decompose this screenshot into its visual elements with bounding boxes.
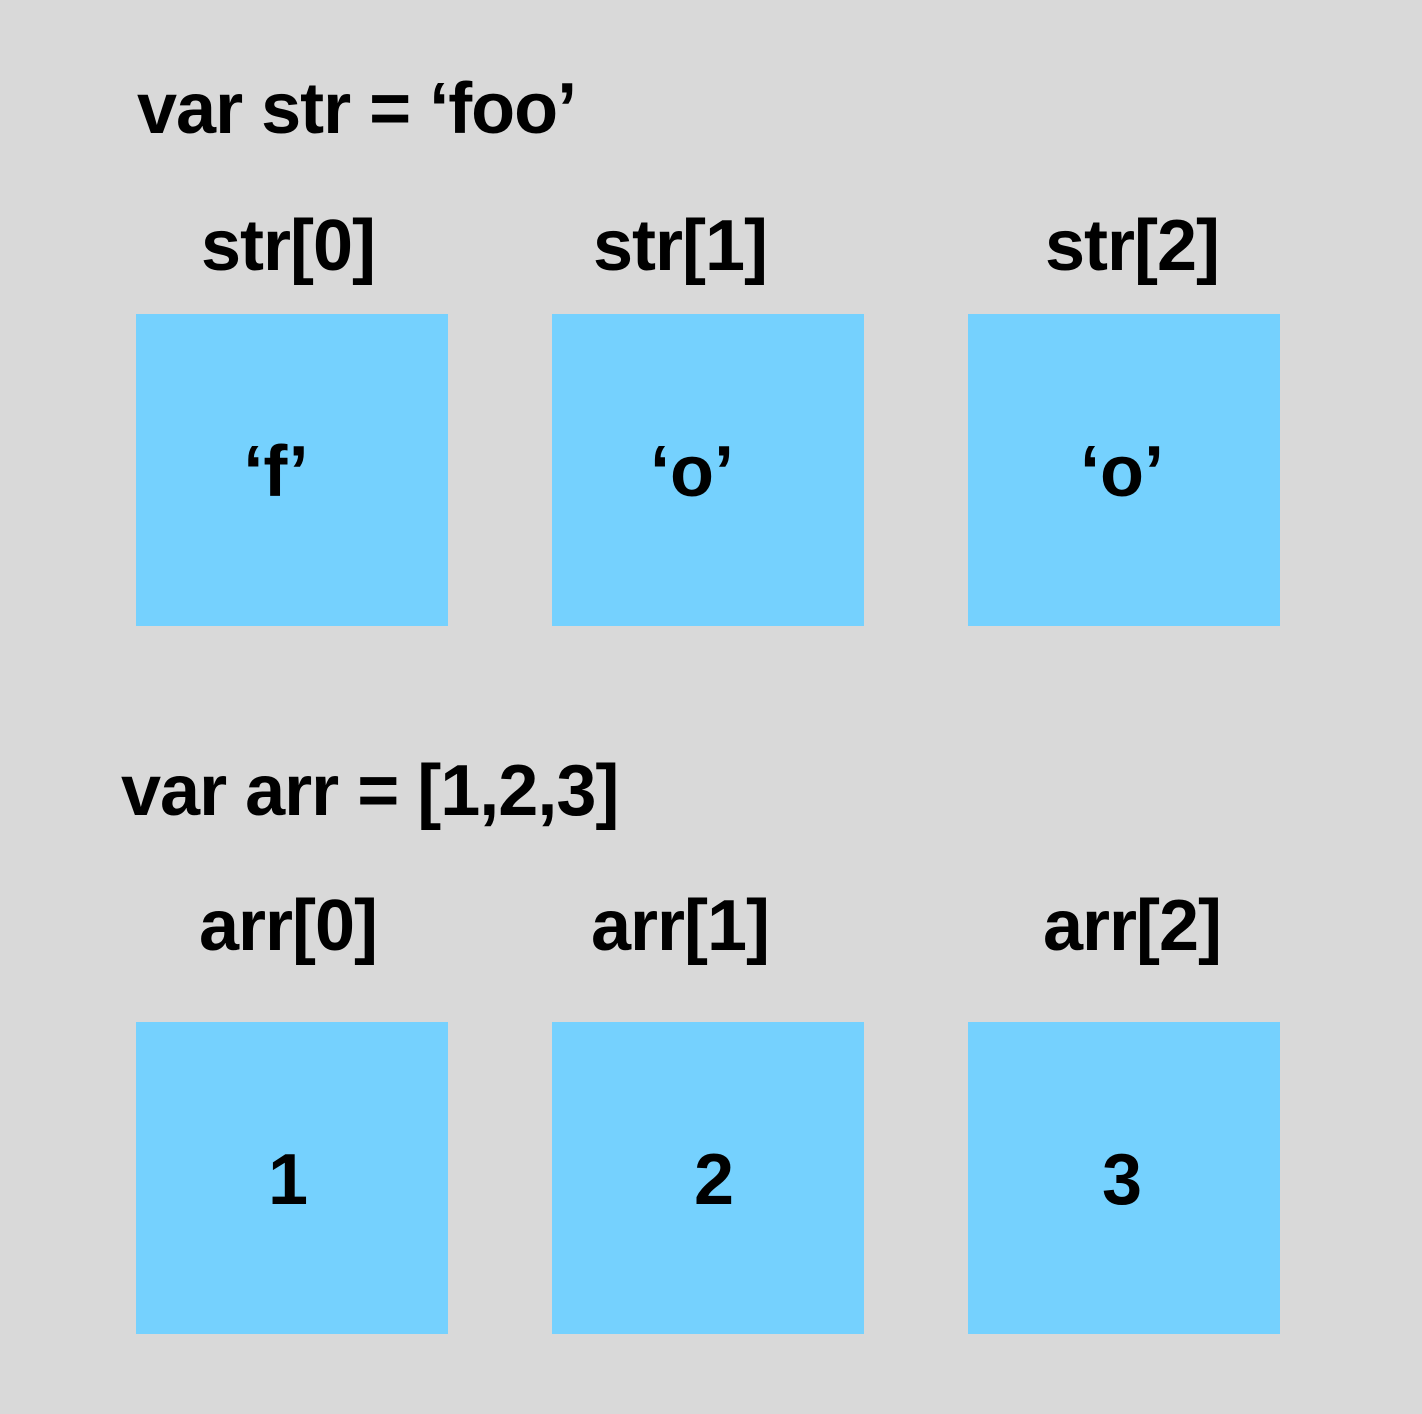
- str-index-label-0: str[0]: [200, 206, 376, 286]
- arr-index-label-2: arr[2]: [1042, 886, 1222, 966]
- arr-index-label-0: arr[0]: [198, 886, 378, 966]
- arr-cell-value-1: 2: [693, 1140, 735, 1220]
- str-cell-value-2: ‘o’: [1080, 432, 1164, 512]
- str-index-label-1: str[1]: [592, 206, 768, 286]
- str-cell-2: ‘o’: [968, 314, 1280, 626]
- str-cell-1: ‘o’: [552, 314, 864, 626]
- str-cell-0: ‘f’: [136, 314, 448, 626]
- str-cell-value-0: ‘f’: [243, 432, 309, 512]
- str-cell-value-1: ‘o’: [650, 432, 734, 512]
- array-declaration: var arr = [1,2,3]: [121, 751, 619, 831]
- arr-index-label-1: arr[1]: [590, 886, 770, 966]
- arr-cell-0: 1: [136, 1022, 448, 1334]
- str-index-label-2: str[2]: [1044, 206, 1220, 286]
- arr-cell-2: 3: [968, 1022, 1280, 1334]
- arr-cell-value-0: 1: [267, 1140, 309, 1220]
- arr-cell-value-2: 3: [1101, 1140, 1143, 1220]
- string-declaration: var str = ‘foo’: [137, 69, 577, 149]
- arr-cell-1: 2: [552, 1022, 864, 1334]
